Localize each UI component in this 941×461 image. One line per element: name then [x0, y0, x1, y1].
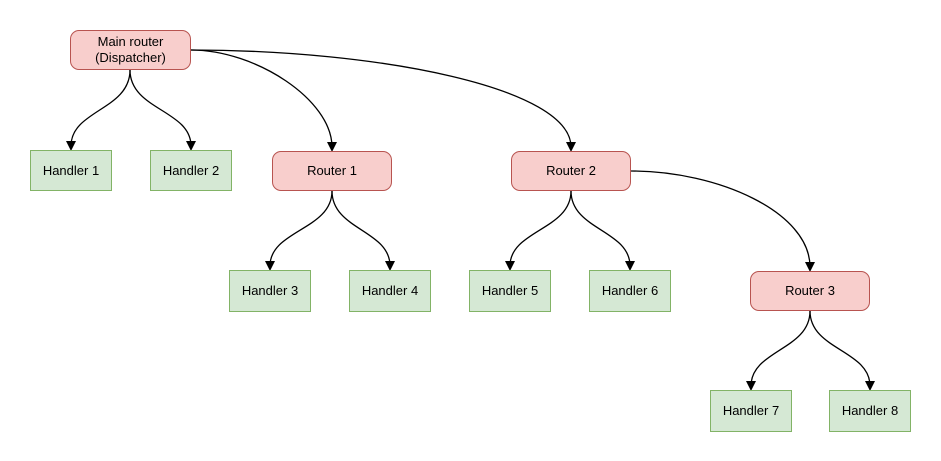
- node-router-2: Router 2: [511, 151, 631, 191]
- node-handler-6: Handler 6: [589, 270, 671, 312]
- edge-router-3-to-handler-8: [809, 310, 875, 391]
- edge-main-router-to-handler-1: [66, 69, 131, 151]
- node-handler-8: Handler 8: [829, 390, 911, 432]
- edge-main-router-to-handler-2: [129, 69, 196, 151]
- node-handler-2: Handler 2: [150, 150, 232, 191]
- edge-router-3-to-handler-7: [746, 310, 811, 391]
- node-handler-4: Handler 4: [349, 270, 431, 312]
- node-handler-7: Handler 7: [710, 390, 792, 432]
- edge-main-router-to-router-2: [190, 49, 576, 152]
- edge-router-1-to-handler-4: [331, 190, 395, 271]
- node-handler-5: Handler 5: [469, 270, 551, 312]
- edge-router-2-to-router-3: [630, 170, 815, 272]
- node-main-router: Main router (Dispatcher): [70, 30, 191, 70]
- node-router-1: Router 1: [272, 151, 392, 191]
- node-handler-3: Handler 3: [229, 270, 311, 312]
- node-handler-1: Handler 1: [30, 150, 112, 191]
- edge-router-1-to-handler-3: [265, 190, 333, 271]
- edge-router-2-to-handler-5: [505, 190, 572, 271]
- node-router-3: Router 3: [750, 271, 870, 311]
- edge-main-router-to-router-1: [190, 49, 337, 152]
- edge-router-2-to-handler-6: [570, 190, 635, 271]
